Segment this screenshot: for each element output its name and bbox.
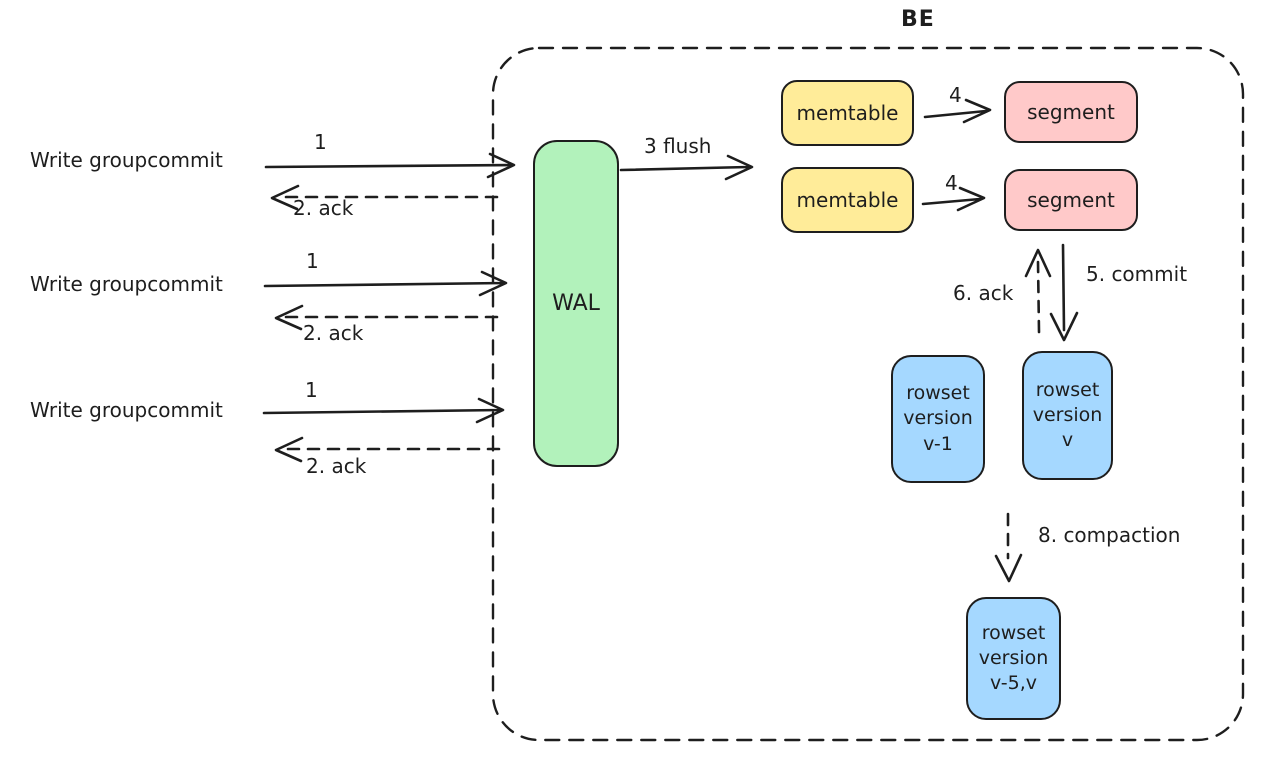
segment-1-node: segment <box>1004 81 1138 143</box>
client-1-request-label: 1 <box>314 130 327 154</box>
rowset-v-line-3: v <box>1061 429 1074 452</box>
client-3-request-arrow <box>262 397 505 424</box>
rowset-version-v-5-v-node: rowset version v-5,v <box>966 597 1061 720</box>
commit-label: 5. commit <box>1086 262 1188 286</box>
memtable-1-label: memtable <box>796 101 899 125</box>
memtable-1-to-segment-1-arrow <box>923 98 992 124</box>
client-3-ack-arrow-head <box>274 436 304 463</box>
rowset-version-v-1-node: rowset version v-1 <box>891 355 985 483</box>
be-container-border <box>491 46 1245 742</box>
memtable-2-node: memtable <box>781 167 914 233</box>
memtable-1-node: memtable <box>781 80 914 146</box>
memtable-1-to-segment-1-label: 4 <box>949 83 962 107</box>
commit-ack-label: 6. ack <box>953 281 1014 305</box>
commit-arrow <box>1049 243 1079 342</box>
rowset-version-v-node: rowset version v <box>1022 351 1113 480</box>
compaction-arrow-head <box>994 553 1023 583</box>
commit-ack-arrow-head <box>1024 248 1052 278</box>
memtable-2-to-segment-2-label: 4 <box>945 171 958 195</box>
flush-arrow <box>619 154 754 181</box>
rowset-v-1-line-1: rowset <box>906 382 970 405</box>
rowset-v-5-v-line-1: rowset <box>981 621 1046 644</box>
client-2-request-label: 1 <box>306 249 319 273</box>
client-1-ack-arrow-head <box>270 184 300 211</box>
client-3-request-label: 1 <box>305 378 318 402</box>
client-1-request-arrow <box>264 152 516 179</box>
client-2-label: Write groupcommit <box>30 272 223 296</box>
rowset-v-line-2: version <box>1032 403 1103 426</box>
client-1-ack-label: 2. ack <box>293 196 354 220</box>
rowset-v-1-line-2: version <box>903 407 973 430</box>
segment-2-node: segment <box>1004 169 1138 231</box>
client-3-ack-label: 2. ack <box>306 454 367 478</box>
rowset-v-1-line-3: v-1 <box>923 432 953 455</box>
rowset-v-5-v-line-2: version <box>978 646 1049 669</box>
compaction-label: 8. compaction <box>1038 523 1181 547</box>
client-1-label: Write groupcommit <box>30 148 223 172</box>
rowset-v-line-1: rowset <box>1035 378 1100 401</box>
flush-label: 3 flush <box>644 134 712 158</box>
segment-1-label: segment <box>1027 100 1115 124</box>
be-container-label: BE <box>901 7 935 32</box>
memtable-2-to-segment-2-arrow <box>921 186 986 212</box>
client-3-label: Write groupcommit <box>30 398 223 422</box>
memtable-2-label: memtable <box>796 188 899 212</box>
commit-ack-arrow-shaft <box>1036 260 1041 334</box>
client-2-ack-arrow-head <box>274 304 304 331</box>
wal-node: WAL <box>533 140 619 467</box>
wal-label: WAL <box>552 291 600 316</box>
client-2-ack-label: 2. ack <box>303 321 364 345</box>
client-2-request-arrow <box>263 270 508 297</box>
rowset-v-5-v-line-3: v-5,v <box>990 672 1037 695</box>
segment-2-label: segment <box>1027 188 1115 212</box>
